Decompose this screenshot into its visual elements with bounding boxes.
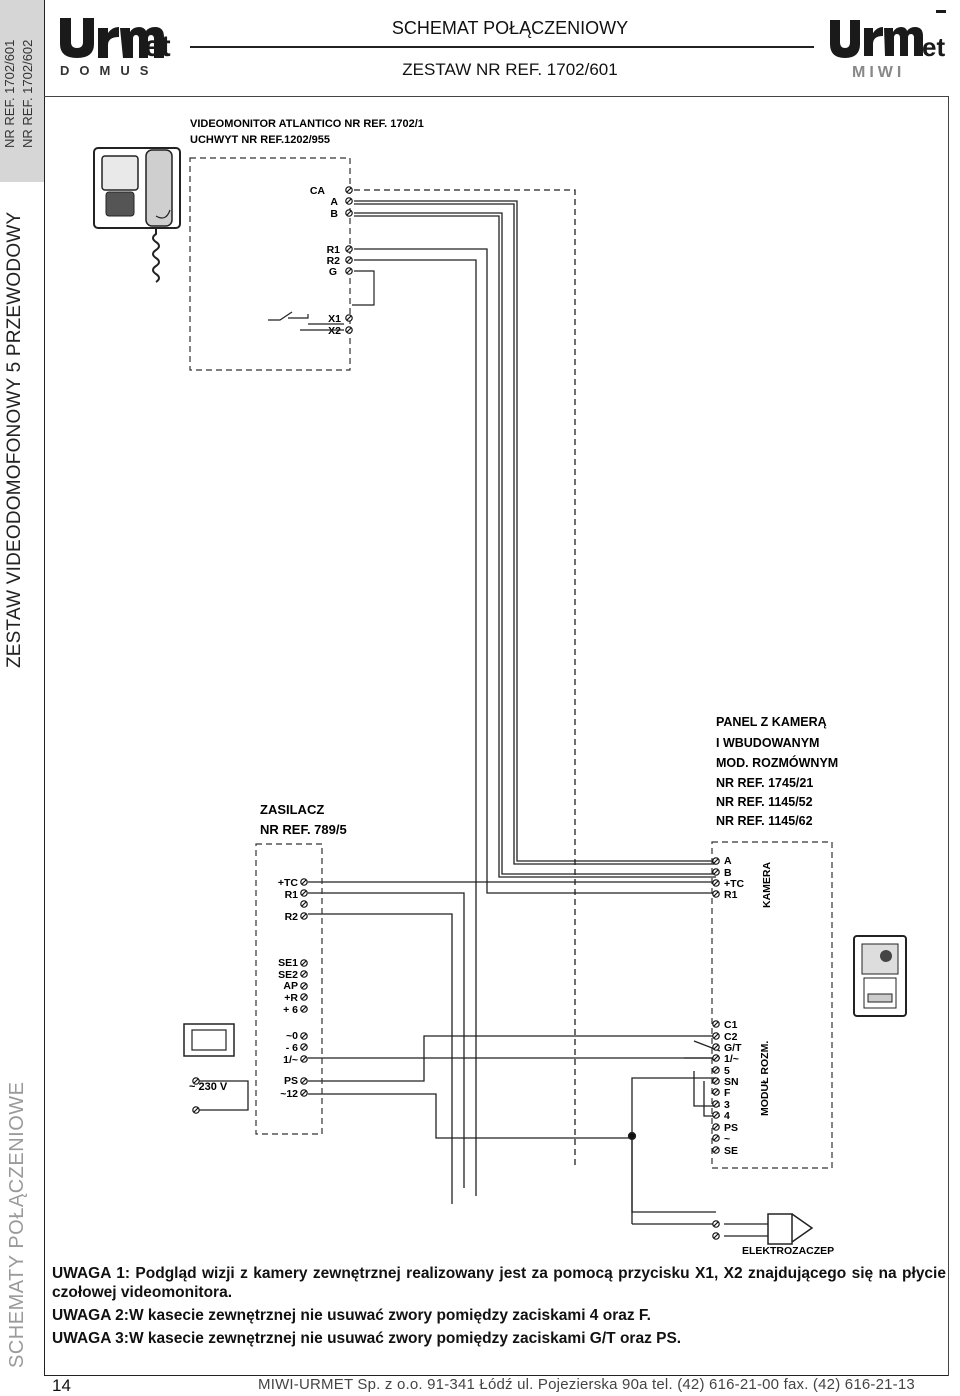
psu-terminal: R1 xyxy=(285,889,299,901)
module-terminal: 1/~ xyxy=(724,1053,739,1065)
panel-label-line: PANEL Z KAMERĄ xyxy=(716,715,827,729)
module-terminal: 4 xyxy=(724,1110,730,1122)
camera-terminal: +TC xyxy=(724,878,745,890)
note-2: UWAGA 2:W kasecie zewnętrznej nie usuwać… xyxy=(52,1306,946,1325)
power-supply-group: ZASILACZ NR REF. 789/5 +TC R1 R2 SE1 SE2… xyxy=(183,802,347,1135)
reference-box xyxy=(0,0,44,182)
note-text: W kasecie zewnętrznej nie usuwać zwory p… xyxy=(128,1330,682,1347)
panel-label-line: I WBUDOWANYM xyxy=(716,736,819,750)
frame-border xyxy=(44,1375,948,1376)
terminal-x1: X1 xyxy=(328,313,341,325)
category-label: SCHEMATY POŁĄCZENIOWE xyxy=(6,1081,28,1368)
note-1: UWAGA 1: Podgląd wizji z kamery zewnętrz… xyxy=(52,1264,946,1302)
psu-terminal: AP xyxy=(283,980,298,992)
terminal-r2: R2 xyxy=(327,255,341,267)
wires xyxy=(196,189,784,1237)
module-terminal: 3 xyxy=(724,1099,730,1111)
terminal-a: A xyxy=(330,196,338,208)
monitor-label-1: VIDEOMONITOR ATLANTICO NR REF. 1702/1 xyxy=(190,118,424,130)
svg-text:et: et xyxy=(922,32,945,62)
lock-label: ELEKTROZACZEP xyxy=(742,1245,834,1257)
psu-label-1: ZASILACZ xyxy=(260,802,324,817)
frame-border xyxy=(44,96,948,97)
panel-label-line: NR REF. 1745/21 xyxy=(716,776,813,790)
panel-label-line: MOD. ROZMÓWNYM xyxy=(716,755,838,770)
psu-terminal: - 6 xyxy=(286,1042,298,1054)
note-label: UWAGA 1: xyxy=(52,1265,131,1282)
electric-lock-icon: ELEKTROZACZEP xyxy=(712,1213,834,1257)
psu-terminal: 1/~ xyxy=(283,1054,298,1066)
psu-terminal: SE1 xyxy=(278,957,298,969)
frame-border xyxy=(948,96,949,1376)
wiring-diagram: VIDEOMONITOR ATLANTICO NR REF. 1702/1 UC… xyxy=(93,118,907,1257)
panel-label-line: NR REF. 1145/52 xyxy=(716,795,813,809)
note-text: W kasecie zewnętrznej nie usuwać zwory p… xyxy=(128,1307,651,1324)
module-terminal: G/T xyxy=(724,1042,742,1054)
svg-text:MIWI: MIWI xyxy=(852,64,905,80)
monitor-label-2: UCHWYT NR REF.1202/955 xyxy=(190,134,330,146)
frame-border xyxy=(44,0,45,1375)
header-rule xyxy=(190,46,814,48)
note-label: UWAGA 2: xyxy=(52,1307,129,1324)
svg-text:et: et xyxy=(144,30,171,63)
side-band: NR REF. 1702/601 NR REF. 1702/602 ZESTAW… xyxy=(0,0,44,1395)
terminal-b: B xyxy=(330,208,338,220)
module-terminal: SE xyxy=(724,1145,738,1157)
panel-label-line: NR REF. 1145/62 xyxy=(716,814,813,828)
section-title: ZESTAW VIDEODOMOFONOWY 5 PRZEWODOWY xyxy=(4,211,25,668)
reference-number-2: NR REF. 1702/602 xyxy=(20,39,35,148)
videomonitor-group: VIDEOMONITOR ATLANTICO NR REF. 1702/1 UC… xyxy=(93,118,424,371)
psu-terminal: ~0 xyxy=(286,1030,298,1042)
terminal-g: G xyxy=(329,266,337,278)
note-3: UWAGA 3:W kasecie zewnętrznej nie usuwać… xyxy=(52,1329,946,1348)
page-number: 14 xyxy=(52,1376,71,1395)
footer-address: MIWI-URMET Sp. z o.o. 91-341 Łódź ul. Po… xyxy=(258,1376,915,1393)
module-terminal: SN xyxy=(724,1076,739,1088)
terminal-x2: X2 xyxy=(328,325,341,337)
note-text: Podgląd wizji z kamery zewnętrznej reali… xyxy=(52,1265,946,1301)
camera-terminal: R1 xyxy=(724,889,738,901)
camera-terminal: B xyxy=(724,867,732,879)
outdoor-panel-icon xyxy=(853,935,907,1017)
note-label: UWAGA 3: xyxy=(52,1330,129,1347)
module-label: MODUŁ ROZM. xyxy=(759,1041,771,1116)
camera-terminal: A xyxy=(724,855,732,867)
mains-label: ~ 230 V xyxy=(189,1081,228,1093)
module-terminal: C1 xyxy=(724,1019,738,1031)
terminal-r1: R1 xyxy=(327,244,341,256)
outdoor-panel-group: PANEL Z KAMERĄ I WBUDOWANYM MOD. ROZMÓWN… xyxy=(711,715,907,1257)
psu-terminal: + 6 xyxy=(283,1004,298,1016)
svg-text:DOMUS: DOMUS xyxy=(60,63,158,78)
videomonitor-icon xyxy=(93,147,181,283)
module-terminal: 5 xyxy=(724,1065,730,1077)
terminal-ca: CA xyxy=(310,185,326,197)
psu-terminal: SE2 xyxy=(278,969,298,981)
module-terminal: C2 xyxy=(724,1031,738,1043)
notes: UWAGA 1: Podgląd wizji z kamery zewnętrz… xyxy=(52,1264,946,1352)
psu-label-2: NR REF. 789/5 xyxy=(260,822,347,837)
psu-terminal: +TC xyxy=(278,877,299,889)
psu-terminal: +R xyxy=(284,992,298,1004)
urmet-miwi-logo: et MIWI xyxy=(830,10,946,80)
document-subtitle: ZESTAW NR REF. 1702/601 xyxy=(402,60,618,79)
urmet-domus-logo: DOMUS et xyxy=(60,18,171,78)
psu-terminal: R2 xyxy=(285,911,299,923)
reference-number-1: NR REF. 1702/601 xyxy=(2,39,17,148)
document-title: SCHEMAT POŁĄCZENIOWY xyxy=(391,18,629,38)
module-terminal: PS xyxy=(724,1122,738,1134)
module-terminal: ~ xyxy=(724,1133,730,1145)
module-terminal: F xyxy=(724,1087,731,1099)
camera-label: KAMERA xyxy=(761,862,773,908)
psu-terminal: ~12 xyxy=(280,1088,298,1100)
psu-terminal: PS xyxy=(284,1075,298,1087)
